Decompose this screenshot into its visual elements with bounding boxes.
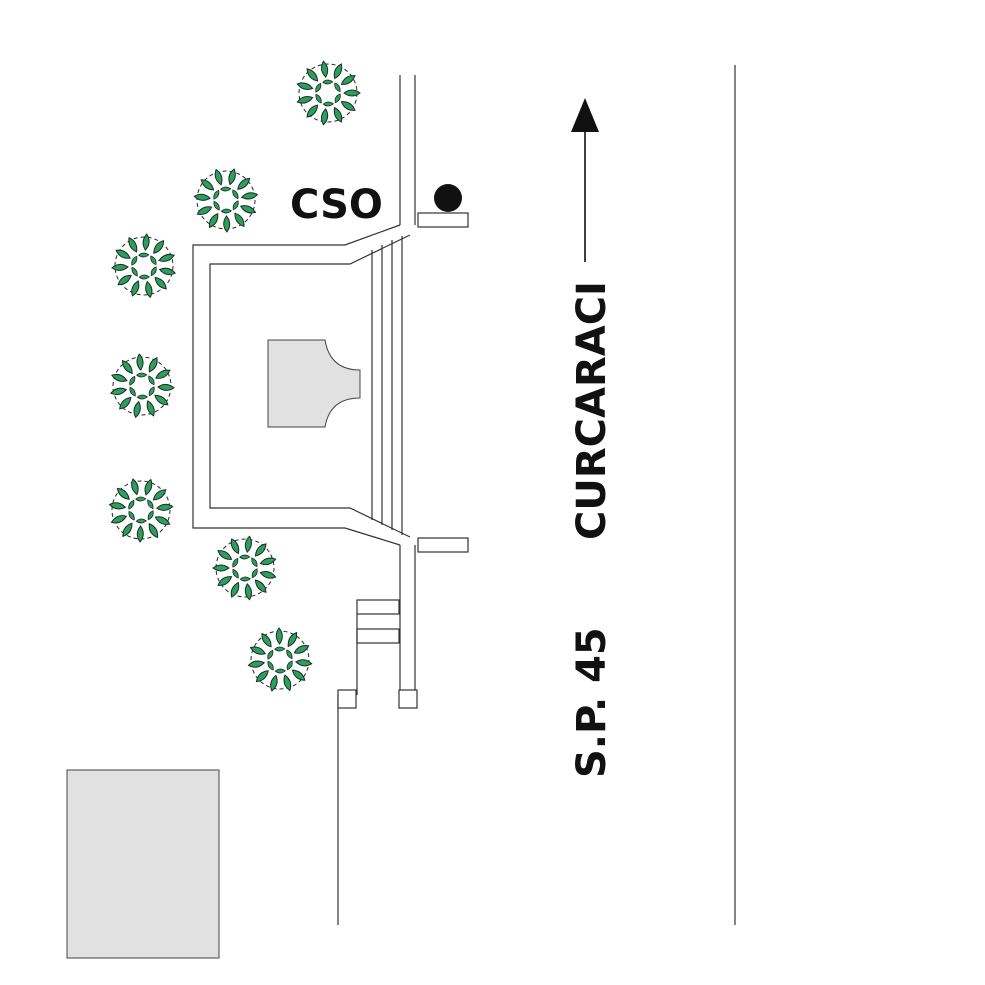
road-code-label: S.P. 45 <box>569 627 615 778</box>
step-lower <box>356 628 400 644</box>
tree-icon <box>109 353 175 419</box>
gate-south <box>417 537 469 553</box>
central-structure <box>267 339 361 428</box>
step-upper <box>356 599 400 615</box>
tree-icon <box>296 60 361 126</box>
sidewalk <box>399 75 416 690</box>
tree-group <box>108 60 361 692</box>
tree-icon <box>108 478 174 543</box>
site-enclosure <box>192 224 411 546</box>
gate-north <box>417 212 469 228</box>
road-name-label: CURCARACI <box>569 281 615 540</box>
post-left <box>337 689 357 709</box>
north-arrow-icon <box>571 98 599 262</box>
tree-icon <box>111 233 177 299</box>
tree-icon <box>247 627 313 692</box>
adjacent-building <box>66 769 220 959</box>
point-marker-icon <box>434 184 462 212</box>
post-right <box>398 689 418 709</box>
tree-icon <box>193 168 259 233</box>
tree-icon <box>212 535 277 601</box>
site-label: CSO <box>290 182 383 228</box>
